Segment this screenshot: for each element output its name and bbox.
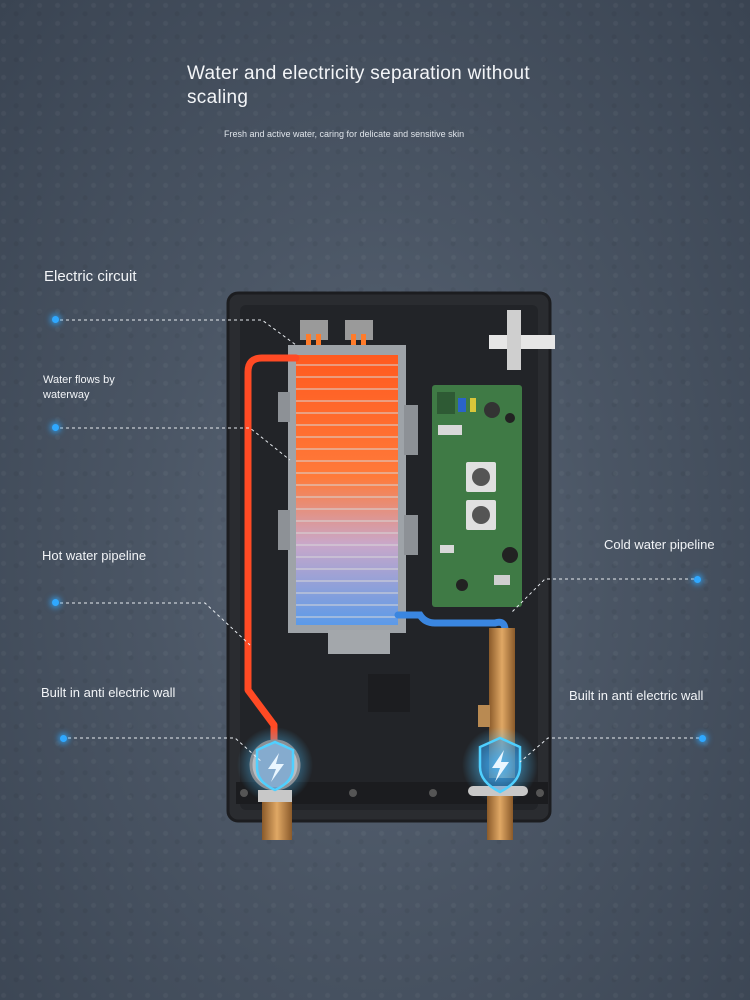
- hot-water-pipe: [244, 354, 300, 752]
- callout-leader-lines: [60, 319, 705, 763]
- page-subtitle: Fresh and active water, caring for delic…: [224, 129, 465, 139]
- page-title: Water and electricity separation without…: [187, 63, 530, 108]
- circuit-board: [432, 385, 522, 607]
- callout-electric-circuit: Electric circuit: [44, 268, 137, 285]
- shield-lightning-icon: [255, 740, 295, 792]
- callout-dot: [699, 735, 706, 742]
- callout-hot-water-pipeline: Hot water pipeline: [42, 548, 147, 563]
- callout-anti-electric-wall-right: Built in anti electric wall: [569, 688, 704, 703]
- callout-dot: [694, 576, 701, 583]
- callout-water-flows: Water flows by waterway: [43, 374, 115, 401]
- left-valve: [237, 727, 313, 840]
- callout-anti-electric-wall-left: Built in anti electric wall: [41, 685, 176, 700]
- heating-element: [278, 320, 418, 654]
- cold-water-pipe: [394, 611, 509, 634]
- callout-cold-water-pipeline: Cold water pipeline: [604, 537, 715, 552]
- callout-dot: [52, 599, 59, 606]
- callout-dot: [52, 316, 59, 323]
- callout-dot: [60, 735, 67, 742]
- callout-dot: [52, 424, 59, 431]
- shield-lightning-icon: [478, 736, 522, 794]
